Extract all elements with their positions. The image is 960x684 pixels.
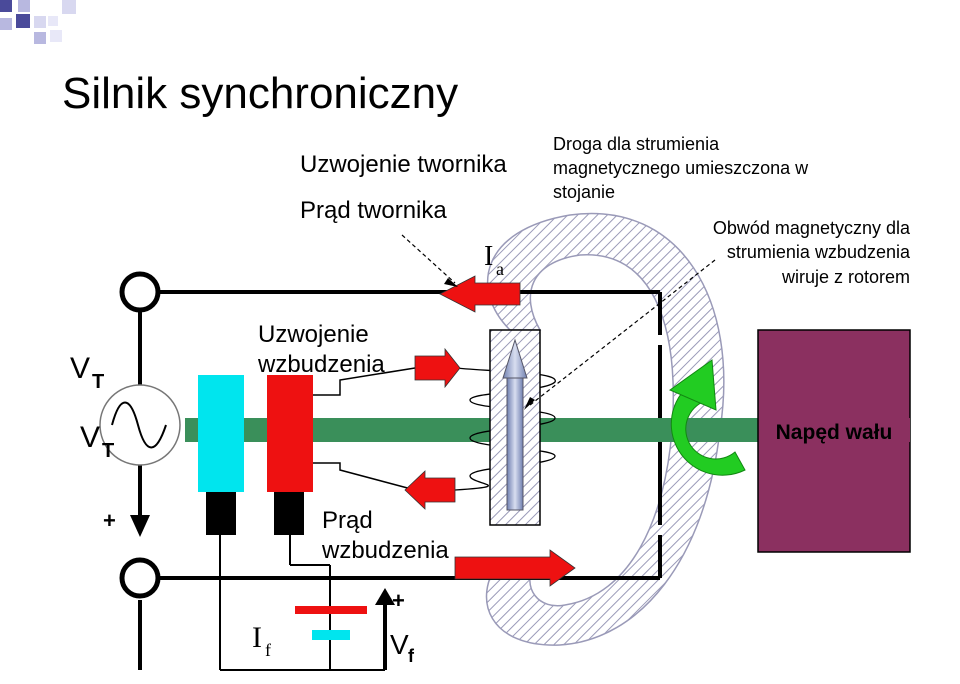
terminal-top[interactable] xyxy=(119,271,161,313)
label-if-subscript: f xyxy=(265,640,271,660)
label-field-current-1: Prąd xyxy=(322,507,373,534)
field-winding-block xyxy=(267,375,313,492)
label-field-winding-2: wzbudzenia xyxy=(257,351,385,378)
terminal-arrow xyxy=(130,515,150,537)
brush-left xyxy=(206,492,236,535)
brush-right xyxy=(274,492,304,535)
ac-source xyxy=(99,384,181,466)
field-battery xyxy=(295,606,367,640)
label-vt-top: V xyxy=(70,352,90,385)
label-field-winding-1: Uzwojenie xyxy=(258,321,369,348)
page-title: Silnik synchroniczny xyxy=(62,69,458,118)
label-vf-symbol: V xyxy=(390,629,409,660)
label-mag-circuit-3: wiruje z rotorem xyxy=(781,267,910,287)
label-armature-winding: Uzwojenie twornika xyxy=(300,151,507,178)
armature-current-arrow xyxy=(439,275,521,313)
slide-corner-decoration xyxy=(0,0,76,44)
label-flux-path-1: Droga dla strumienia xyxy=(553,134,720,154)
terminal-bottom[interactable] xyxy=(119,557,161,599)
label-shaft-drive: Napęd wału xyxy=(776,421,893,444)
leader-arrowhead-ia xyxy=(444,278,458,287)
leader-arrowhead-flux xyxy=(524,397,535,410)
label-vt-mid: V xyxy=(80,421,100,454)
field-current-in-arrow xyxy=(414,347,461,389)
current-arrows xyxy=(404,275,576,587)
label-if-symbol: I xyxy=(252,621,262,654)
label-mag-circuit-2: strumienia wzbudzenia xyxy=(727,242,911,262)
shaft-load-band xyxy=(760,418,910,442)
label-ia-subscript: a xyxy=(496,259,504,279)
vf-arrow xyxy=(375,588,395,605)
field-current-out-arrow xyxy=(404,470,456,510)
stator-flux-path xyxy=(485,212,725,646)
label-flux-path-3: stojanie xyxy=(553,182,615,202)
label-vt-top-sub: T xyxy=(92,371,104,393)
label-flux-path-2: magnetycznego umieszczona w xyxy=(553,158,809,178)
slip-ring xyxy=(198,375,244,492)
rotation-arrow xyxy=(668,359,746,476)
label-vf-subscript: f xyxy=(408,646,415,666)
label-plus-left: + xyxy=(103,508,116,533)
field-circuit xyxy=(219,535,387,671)
label-vt-mid-sub: T xyxy=(102,440,114,462)
field-current-arrow-bottom xyxy=(454,549,576,587)
label-ia-symbol: I xyxy=(484,241,493,272)
label-plus-vf: + xyxy=(392,588,405,613)
leader-lines xyxy=(401,234,716,406)
rotor-core xyxy=(489,329,541,526)
label-field-current-2: wzbudzenia xyxy=(321,537,449,564)
label-mag-circuit-1: Obwód magnetyczny dla xyxy=(713,218,911,238)
label-armature-current: Prąd twornika xyxy=(300,197,447,224)
